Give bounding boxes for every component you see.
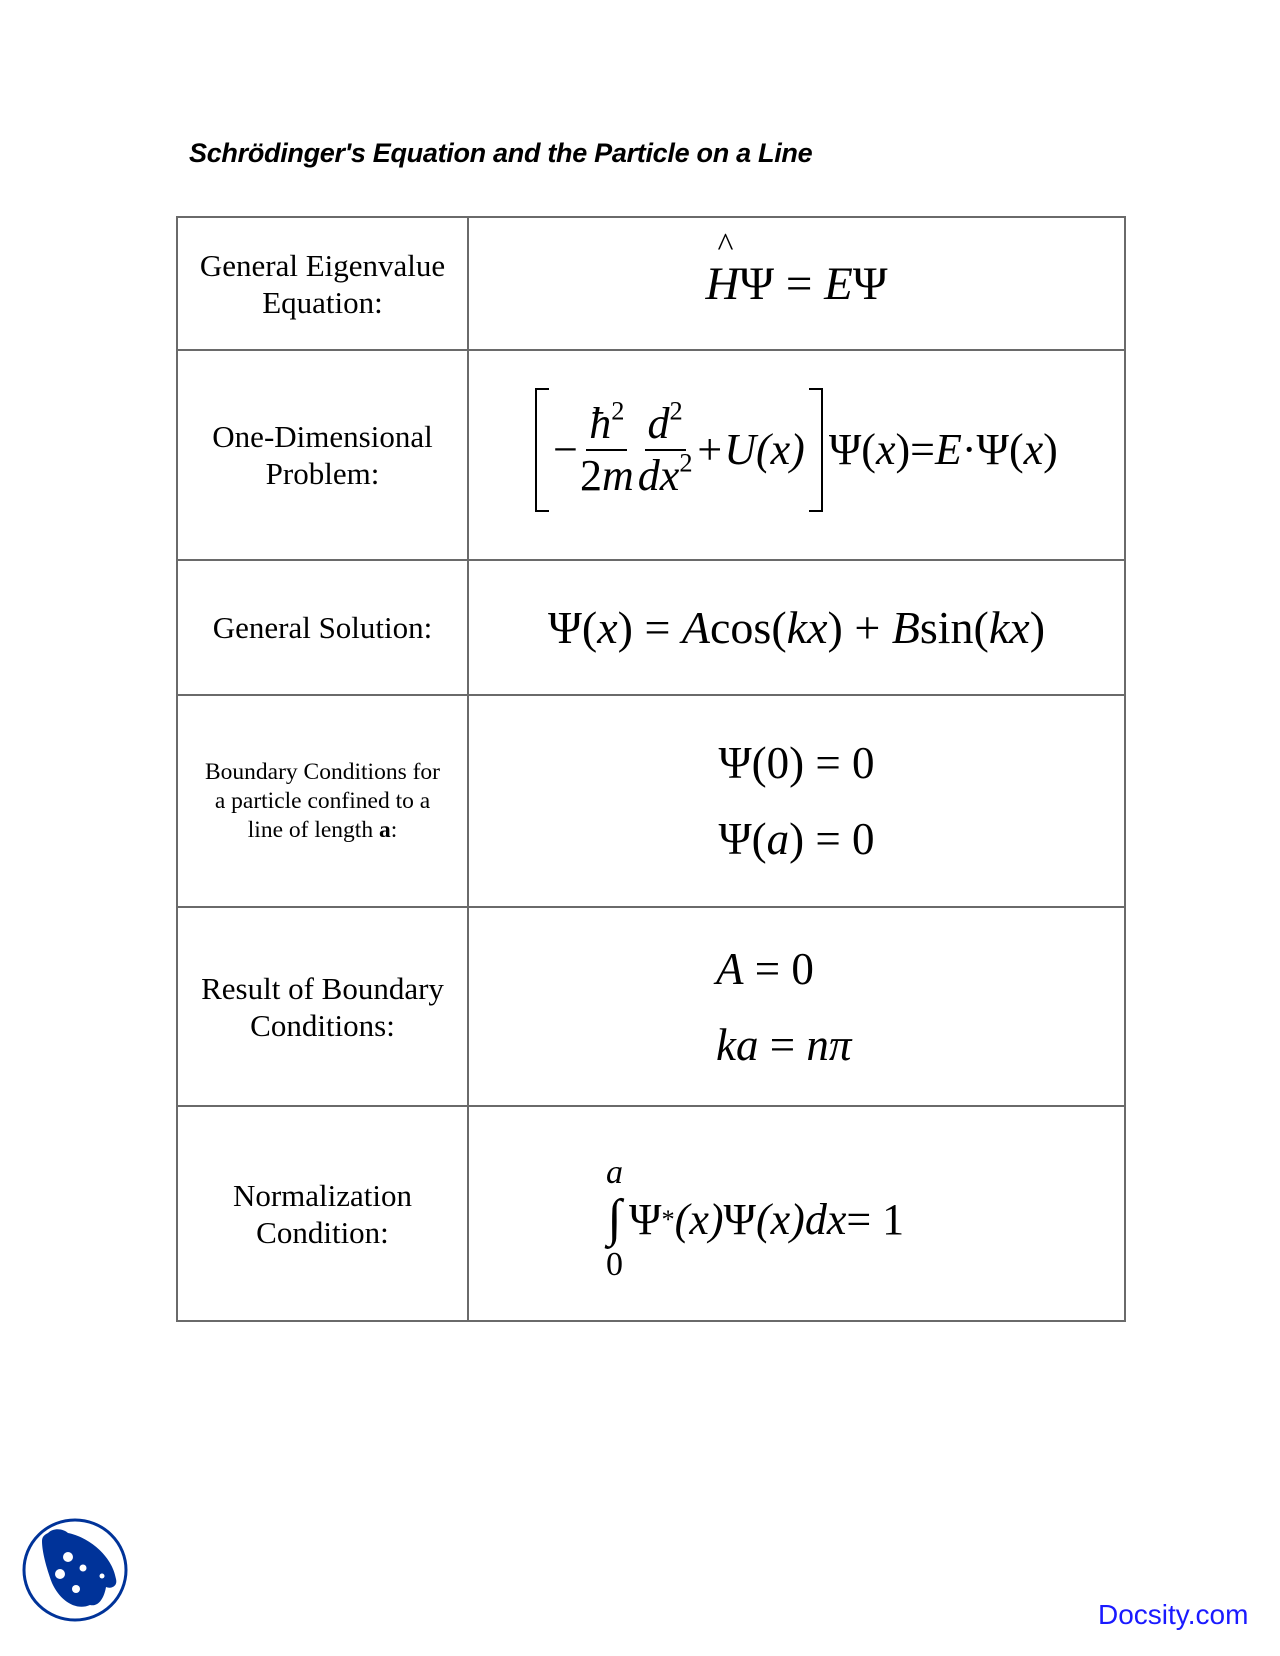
exponent: 2 <box>679 447 693 478</box>
energy-symbol: E <box>824 257 853 310</box>
dx-symbol: dx <box>637 450 680 500</box>
x-variable: x <box>597 602 618 653</box>
hamiltonian-operator: H <box>705 227 739 311</box>
label-line: General Eigenvalue <box>199 247 446 283</box>
label-line: Normalization <box>232 1177 413 1213</box>
normalization-equation: a ∫ 0 Ψ*(x)Ψ(x)dx = 1 <box>467 1105 1126 1322</box>
lower-limit: 0 <box>606 1246 623 1283</box>
equals-sign: = <box>774 257 825 310</box>
label-line: One-Dimensional <box>212 419 433 454</box>
dx-symbol: dx <box>804 1194 847 1244</box>
energy-symbol: E <box>934 425 962 474</box>
table-row: Boundary Conditions for a particle confi… <box>176 694 1126 908</box>
psi-symbol: Ψ( <box>547 602 598 653</box>
minus-sign: − <box>553 425 578 474</box>
coefficient: 2 <box>580 450 602 500</box>
psi-symbol: Ψ <box>723 1194 756 1244</box>
sin-function: sin( <box>919 602 989 653</box>
result-a-zero: A = 0 <box>716 931 1124 1007</box>
a-coefficient: A <box>716 943 744 994</box>
label-line: Condition: <box>256 1214 389 1250</box>
mass-symbol: m <box>602 450 634 500</box>
equation-text: Ψ( <box>718 814 767 864</box>
one-dimensional-equation: − ħ2 2m d2 dx2 +U(x) Ψ(x)=E·Ψ(x) <box>467 349 1126 561</box>
label-line: Conditions: <box>250 1007 395 1043</box>
equals-sign: = <box>910 425 935 474</box>
paren: ) <box>895 425 911 474</box>
x-variable: x <box>875 425 896 474</box>
psi-symbol: Ψ <box>739 257 775 310</box>
ka-term: ka <box>716 1019 759 1070</box>
cos-function: cos( <box>710 602 787 653</box>
boundary-condition-a: Ψ(a) = 0 <box>469 801 1124 877</box>
paren: ) <box>1029 602 1046 653</box>
psi-symbol: Ψ( <box>976 425 1024 474</box>
row-label: Boundary Conditions for a particle confi… <box>176 694 469 908</box>
boundary-conditions-equations: Ψ(0) = 0 Ψ(a) = 0 <box>467 694 1126 908</box>
label-line: a particle confined to a <box>214 787 431 814</box>
table-row: General Solution: Ψ(x) = Acos(kx) + Bsin… <box>176 559 1126 696</box>
left-bracket <box>535 387 550 512</box>
exponent: 2 <box>669 395 683 426</box>
table-row: Normalization Condition: a ∫ 0 Ψ*(x)Ψ(x)… <box>176 1105 1126 1322</box>
potential-term: +U <box>694 425 756 474</box>
row-label: Result of Boundary Conditions: <box>176 906 469 1107</box>
psi-symbol: Ψ <box>629 1194 662 1244</box>
label-line: Result of Boundary <box>201 970 444 1006</box>
row-label: General Solution: <box>176 559 469 696</box>
label-suffix: : <box>390 816 398 843</box>
equations-table: General Eigenvalue Equation: HΨ = EΨ One… <box>176 216 1126 1322</box>
x-variable: x <box>1023 425 1044 474</box>
second-derivative-fraction: d2 dx2 <box>637 397 693 501</box>
docsity-watermark-link[interactable]: Docsity.com <box>1098 1599 1249 1630</box>
label-line: line of length <box>247 816 379 843</box>
label-line: Equation: <box>262 284 383 320</box>
equals-sign: ) = <box>617 602 682 653</box>
row-label: Normalization Condition: <box>176 1105 469 1322</box>
integral-sign: ∫ <box>607 1190 622 1247</box>
x-argument: (x) <box>674 1194 724 1244</box>
kx-argument: kx <box>786 602 828 653</box>
kx-argument: kx <box>988 602 1030 653</box>
hbar-symbol: ħ <box>589 398 612 448</box>
psi-symbol: Ψ( <box>828 425 876 474</box>
integral-limits: a ∫ 0 <box>606 1153 623 1285</box>
boundary-condition-zero: Ψ(0) = 0 <box>469 725 1124 801</box>
equation-text: = 0 <box>743 943 814 994</box>
plus-sign: ) + <box>827 602 892 653</box>
paren: ) <box>1043 425 1058 474</box>
hbar-over-2m-fraction: ħ2 2m <box>580 397 634 501</box>
row-label: General Eigenvalue Equation: <box>176 216 469 351</box>
table-row: General Eigenvalue Equation: HΨ = EΨ <box>176 216 1126 351</box>
potential-argument: (x) <box>755 425 805 474</box>
label-line: Boundary Conditions for <box>205 758 440 785</box>
equals-sign: = <box>758 1019 807 1070</box>
result-quantization: ka = nπ <box>716 1007 1124 1083</box>
upper-limit: a <box>606 1154 623 1191</box>
d-symbol: d <box>647 398 670 448</box>
equation-text: ) = 0 <box>789 814 875 864</box>
n-pi-term: nπ <box>806 1019 852 1070</box>
general-solution-equation: Ψ(x) = Acos(kx) + Bsin(kx) <box>467 559 1126 696</box>
table-row: One-Dimensional Problem: − ħ2 2m d2 dx2 … <box>176 349 1126 561</box>
exponent: 2 <box>611 395 625 426</box>
dot-operator: · <box>961 425 977 474</box>
document-title: Schrödinger's Equation and the Particle … <box>189 138 813 168</box>
table-row: Result of Boundary Conditions: A = 0 ka … <box>176 906 1126 1107</box>
a-variable: a <box>766 814 790 864</box>
coefficient-b: B <box>891 602 920 653</box>
coefficient-a: A <box>681 602 711 653</box>
docsity-logo-icon[interactable] <box>20 1515 130 1625</box>
label-line: Problem: <box>265 456 380 491</box>
equals-one: = 1 <box>846 1194 905 1244</box>
boundary-results-equations: A = 0 ka = nπ <box>467 906 1126 1107</box>
right-bracket <box>808 387 823 512</box>
length-variable: a <box>378 816 391 843</box>
row-label: One-Dimensional Problem: <box>176 349 469 561</box>
eigenvalue-equation: HΨ = EΨ <box>467 216 1126 351</box>
equation-text: Ψ(0) = 0 <box>718 738 875 788</box>
label-line: General Solution: <box>212 610 433 645</box>
psi-symbol: Ψ <box>852 257 888 310</box>
x-argument: (x) <box>755 1194 805 1244</box>
